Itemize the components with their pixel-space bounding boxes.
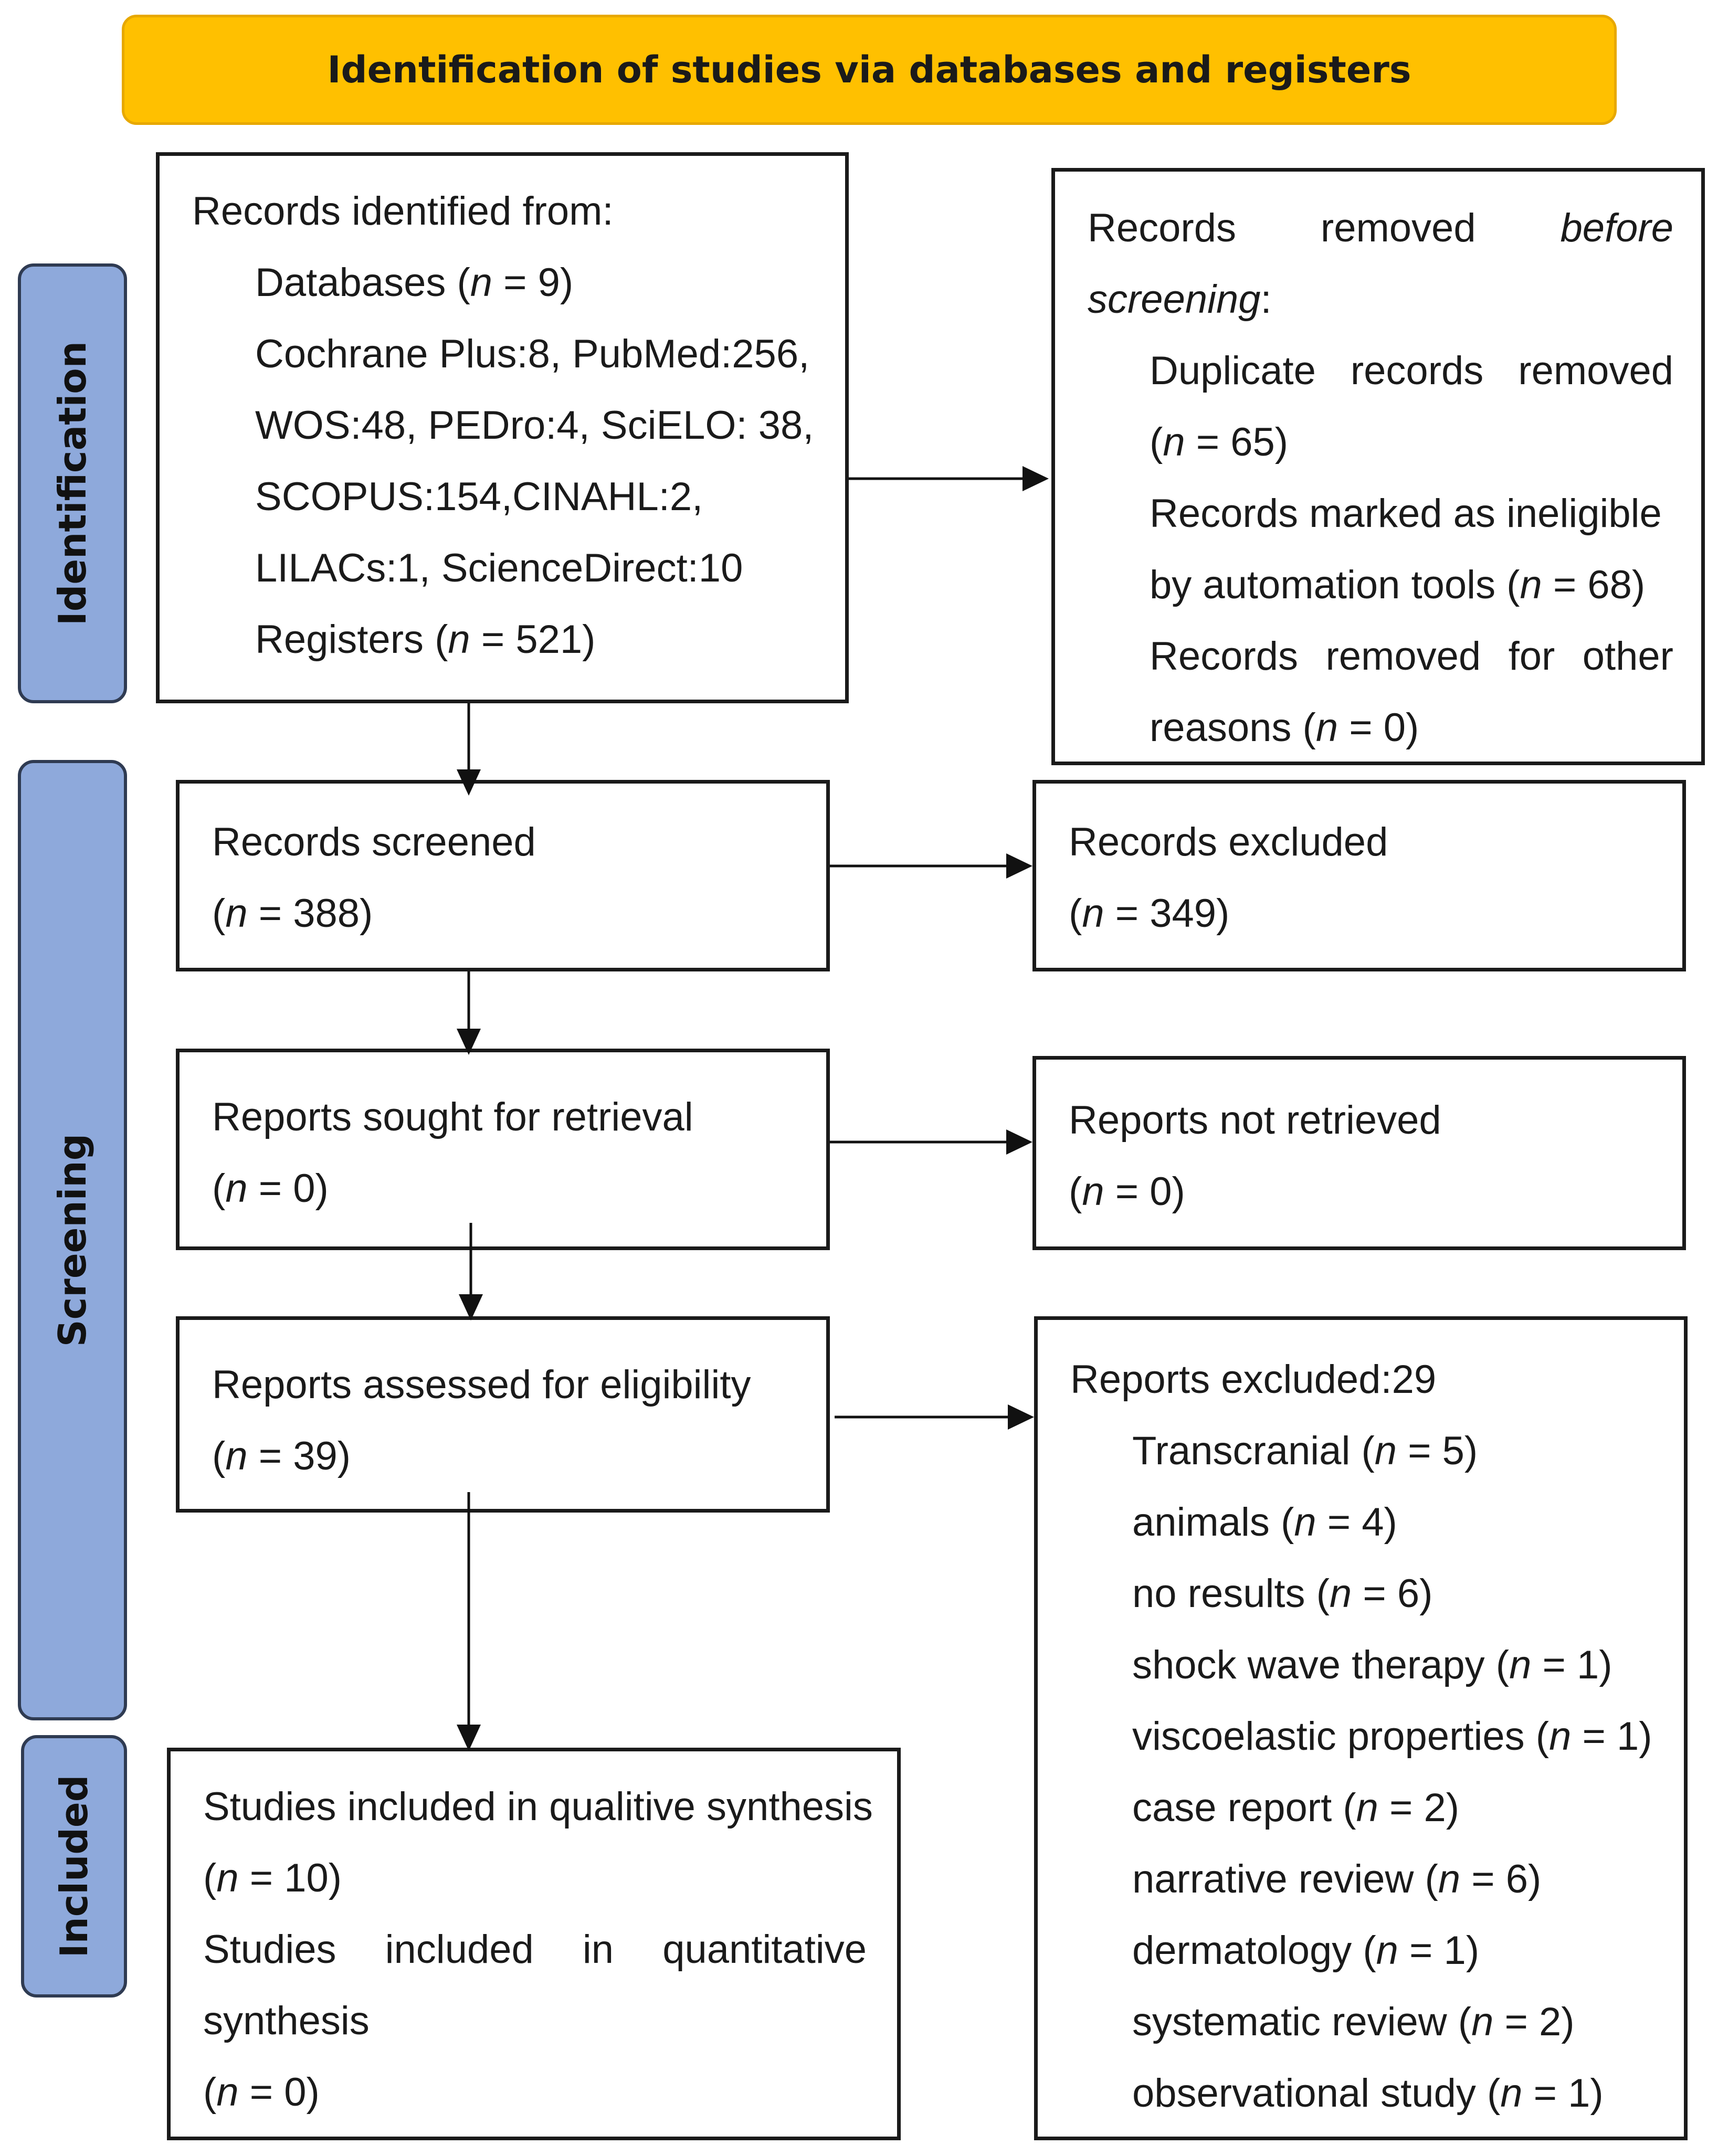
assessed-label: Reports assessed for eligibility [212,1362,751,1407]
arrowhead-sought [457,1029,481,1055]
quantitative-value: (n = 0) [203,2070,320,2115]
screened-label: Records screened [212,820,536,864]
reason-item: observational study (n = 1) [1132,2071,1604,2116]
banner-title: Identification of studies via databases … [327,48,1411,91]
sources-line-2: WOS:48, PEDro:4, SciELO: 38, [255,403,814,448]
reason-item: systematic review (n = 2) [1132,2000,1575,2044]
reason-item: shock wave therapy (n = 1) [1132,1643,1612,1687]
reason-item: Transcranial (n = 5) [1132,1429,1478,1473]
reason-item: no results (n = 6) [1132,1571,1433,1616]
excluded-label: Records excluded [1069,820,1388,864]
reason-item: dermatology (n = 1) [1132,1928,1480,1973]
removed-line-2: screening: [1088,277,1272,322]
not-retrieved-value: (n = 0) [1069,1169,1185,1214]
arrowhead-excluded [1006,853,1032,879]
ineligible-line-2: by automation tools (n = 68) [1150,563,1646,607]
sources-line-4: LILACs:1, ScienceDirect:10 [255,546,743,590]
phase-included: Included [21,1735,127,1998]
reports-excluded-heading: Reports excluded:29 [1070,1357,1437,1402]
sources-line-3: SCOPUS:154,CINAHL:2, [255,474,703,519]
reports-assessed-box: Reports assessed for eligibility (n = 39… [176,1316,830,1513]
studies-included-box: Studies included in qualitive synthesis … [167,1748,901,2140]
reports-not-retrieved-box: Reports not retrieved (n = 0) [1032,1056,1686,1250]
excluded-value: (n = 349) [1069,891,1230,936]
arrowhead-assessed [459,1294,483,1320]
records-identified-box: Records identified from: Databases (n = … [156,152,849,703]
reports-sought-box: Reports sought for retrieval (n = 0) [176,1049,830,1250]
qualitative-label: Studies included in qualitive synthesis [203,1784,873,1829]
not-retrieved-label: Reports not retrieved [1069,1098,1441,1143]
reason-item: animals (n = 4) [1132,1500,1397,1545]
reason-item: narrative review (n = 6) [1132,1857,1542,1901]
ineligible-line-1: Records marked as ineligible [1150,491,1662,536]
quantitative-line-2: synthesis [203,1999,370,2043]
identification-banner: Identification of studies via databases … [122,15,1617,125]
other-line-2: reasons (n = 0) [1150,705,1419,750]
phase-screening: Screening [18,760,127,1720]
sought-value: (n = 0) [212,1166,329,1211]
reports-excluded-box: Reports excluded:29 Transcranial (n = 5)… [1034,1316,1688,2140]
arrowhead-removed [1023,466,1049,491]
arrowhead-screened [457,769,481,796]
arrowhead-included [457,1725,481,1751]
arrowhead-not-retrieved [1006,1129,1032,1155]
reason-item: case report (n = 2) [1132,1785,1460,1830]
reason-item: viscoelastic properties (n = 1) [1132,1714,1652,1759]
identified-heading: Records identified from: [192,189,614,234]
assessed-value: (n = 39) [212,1434,351,1478]
phase-identification: Identification [18,263,127,703]
databases-line: Databases (n = 9) [255,260,574,305]
duplicates-line-2: (n = 65) [1150,420,1289,464]
registers-line: Registers (n = 521) [255,617,596,662]
arrowhead-reports-excluded [1008,1404,1034,1430]
sources-line-1: Cochrane Plus:8, PubMed:256, [255,332,810,376]
records-screened-box: Records screened (n = 388) [176,780,830,971]
qualitative-value: (n = 10) [203,1856,342,1900]
screened-value: (n = 388) [212,891,373,936]
sought-label: Reports sought for retrieval [212,1095,693,1139]
records-excluded-box: Records excluded (n = 349) [1032,780,1686,971]
